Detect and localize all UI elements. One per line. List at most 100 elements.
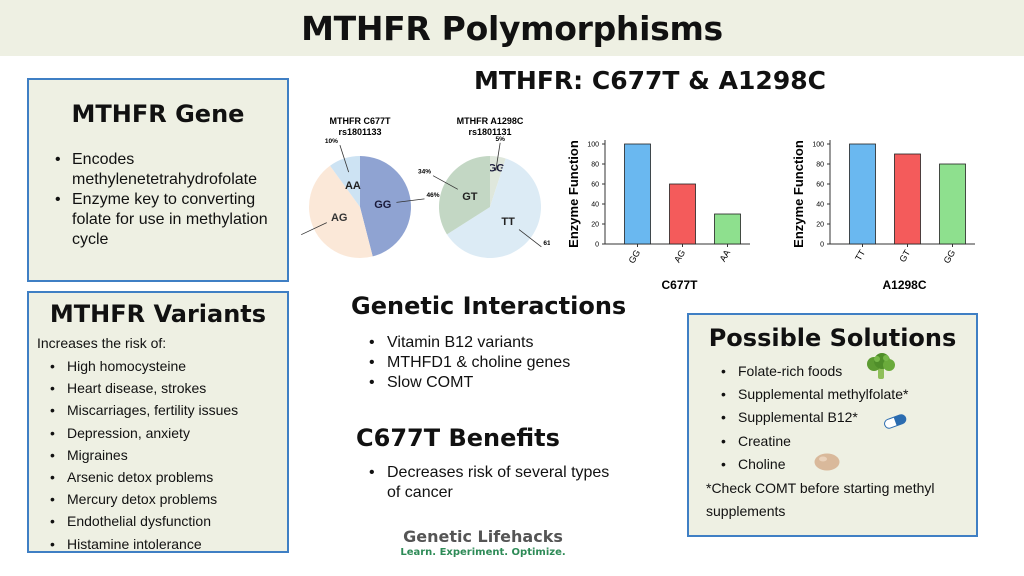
- x-tick-label: TT: [853, 248, 867, 263]
- variants-box: MTHFR Variants Increases the risk of: Hi…: [27, 291, 289, 555]
- list-item: Slow COMT: [369, 373, 570, 393]
- gene-box: MTHFR Gene Encodes methylenetetrahydrofo…: [27, 78, 289, 282]
- y-axis-label: Enzyme Function: [791, 140, 806, 248]
- pie-pct-label: 5%: [495, 136, 505, 143]
- bar-gt: [894, 153, 921, 245]
- list-item: Arsenic detox problems: [50, 466, 287, 488]
- benefits-heading: C677T Benefits: [356, 424, 560, 452]
- pie-slice-gg: [360, 156, 411, 257]
- broccoli-icon: [867, 353, 895, 379]
- gene-list: Encodes methylenetetrahydrofolate Enzyme…: [55, 150, 287, 250]
- capsule-icon: [884, 414, 907, 429]
- y-tick-label: 80: [591, 162, 599, 169]
- pie-slice-label: AA: [345, 180, 361, 192]
- y-tick-label: 80: [816, 162, 824, 169]
- pie-subtitle: rs1801133: [338, 127, 381, 137]
- interactions-heading: Genetic Interactions: [351, 292, 627, 320]
- pie-slice-label: AG: [331, 212, 348, 224]
- pie-leader-line: [301, 222, 327, 236]
- list-item: Depression, anxiety: [50, 422, 287, 444]
- x-axis-label: C677T: [661, 278, 698, 292]
- egg-icon: [814, 453, 840, 471]
- brand-name: Genetic Lifehacks: [403, 527, 563, 546]
- variants-heading: MTHFR Variants: [49, 300, 267, 328]
- pie-leader-line: [432, 175, 459, 190]
- pie-title: MTHFR C677T: [329, 116, 391, 126]
- x-tick-label: GT: [897, 248, 912, 264]
- pie-leader-line: [339, 145, 350, 173]
- solutions-list: Folate-rich foods Supplemental methylfol…: [721, 360, 976, 476]
- pie-title: MTHFR A1298C: [457, 116, 524, 126]
- bar-gg: [624, 143, 651, 245]
- variants-intro: Increases the risk of:: [37, 335, 167, 351]
- x-tick-label: GG: [942, 248, 958, 265]
- brand-tagline: Learn. Experiment. Optimize.: [400, 547, 566, 558]
- pie-leader-line: [495, 142, 501, 171]
- page-title: MTHFR Polymorphisms: [301, 8, 723, 48]
- x-axis-label: A1298C: [882, 278, 926, 292]
- pie-pct-label: 46%: [426, 192, 439, 199]
- pie-slice-ag: [309, 165, 373, 258]
- pie-pct-label: 10%: [325, 138, 338, 145]
- list-item: Migraines: [50, 444, 287, 466]
- pie-slice-label: GG: [374, 199, 391, 211]
- y-axis-label: Enzyme Function: [566, 140, 581, 248]
- y-tick-label: 100: [812, 142, 824, 149]
- list-item: High homocysteine: [50, 355, 287, 377]
- interactions-list: Vitamin B12 variants MTHFD1 & choline ge…: [369, 333, 570, 393]
- list-item: Miscarriages, fertility issues: [50, 399, 287, 421]
- list-item: Creatine: [721, 430, 976, 453]
- list-item: Supplemental methylfolate*: [721, 383, 976, 406]
- list-item: Histamine intolerance: [50, 533, 287, 555]
- list-item: Choline: [721, 453, 976, 476]
- bar-gg: [939, 163, 966, 245]
- solutions-note: *Check COMT before starting methyl suppl…: [706, 480, 935, 520]
- pie-slice-aa: [330, 156, 360, 207]
- y-tick-label: 100: [587, 142, 599, 149]
- solutions-heading: Possible Solutions: [708, 324, 957, 352]
- pie-slice-tt: [446, 158, 541, 258]
- charts-heading: MTHFR: C677T & A1298C: [474, 66, 826, 95]
- list-item: Vitamin B12 variants: [369, 333, 570, 353]
- pie-pct-label: 34%: [418, 169, 431, 176]
- pie-leader-line: [518, 229, 542, 248]
- list-item: Decreases risk of several types of cance…: [369, 463, 617, 503]
- list-item: MTHFD1 & choline genes: [369, 353, 570, 373]
- list-item: Heart disease, strokes: [50, 377, 287, 399]
- list-item: Mercury detox problems: [50, 488, 287, 510]
- pie-charts: MTHFR C677Trs1801133GG46%AG44%AA10%MTHFR…: [301, 116, 550, 258]
- list-item: Encodes methylenetetrahydrofolate: [55, 150, 287, 190]
- pie-leader-line: [396, 198, 425, 203]
- y-tick-label: 60: [591, 182, 599, 189]
- pie-slice-label: GT: [462, 191, 478, 203]
- bar-ag: [669, 183, 696, 245]
- y-tick-label: 0: [595, 242, 599, 249]
- pie-slice-gg: [490, 156, 506, 207]
- pie-pct-label: 61%: [543, 240, 550, 247]
- list-item: Supplemental B12*: [721, 406, 976, 429]
- list-item: Endothelial dysfunction: [50, 510, 287, 532]
- list-item: Folate-rich foods: [721, 360, 976, 383]
- pie-subtitle: rs1801131: [468, 127, 511, 137]
- x-tick-label: GG: [627, 248, 643, 265]
- y-tick-label: 60: [816, 182, 824, 189]
- pie-slice-gt: [439, 156, 490, 235]
- variants-list: High homocysteine Heart disease, strokes…: [50, 355, 287, 555]
- bar-aa: [714, 213, 741, 245]
- gene-heading: MTHFR Gene: [71, 100, 245, 128]
- solutions-box: Possible Solutions Folate-rich foods Sup…: [687, 313, 978, 537]
- y-tick-label: 40: [591, 202, 599, 209]
- x-tick-label: AG: [672, 248, 687, 264]
- x-tick-label: AA: [718, 248, 733, 263]
- title-band: MTHFR Polymorphisms: [0, 0, 1024, 56]
- y-tick-label: 40: [816, 202, 824, 209]
- y-tick-label: 20: [591, 222, 599, 229]
- brand-logo: Genetic Lifehacks Learn. Experiment. Opt…: [393, 527, 573, 558]
- benefits-list: Decreases risk of several types of cance…: [369, 463, 617, 503]
- list-item: Enzyme key to converting folate for use …: [55, 190, 287, 250]
